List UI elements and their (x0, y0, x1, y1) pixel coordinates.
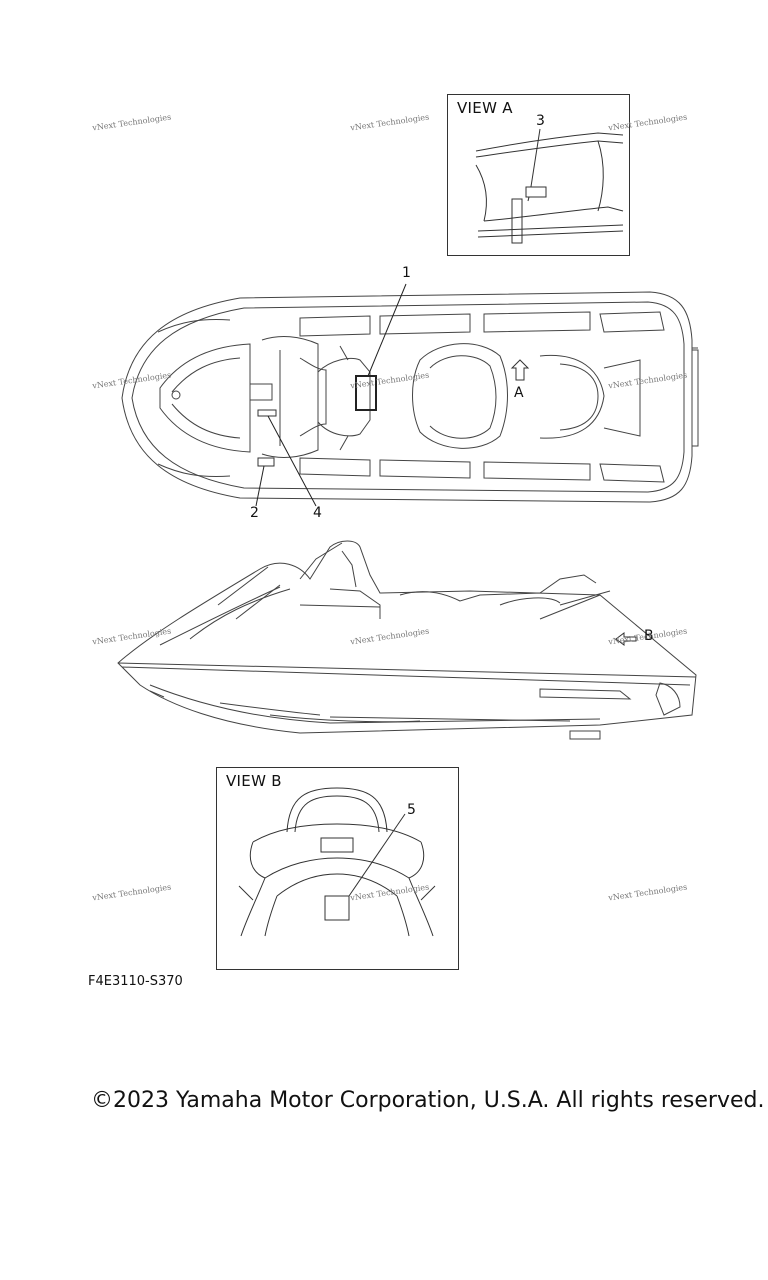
callout-5: 5 (407, 802, 416, 818)
label-2-marker (258, 458, 274, 466)
label-3-marker (526, 187, 546, 197)
view-a-inset: VIEW A 3 (447, 94, 630, 256)
watercraft-side-view (0, 535, 768, 745)
view-b-inset: VIEW B 5 (216, 767, 459, 970)
watercraft-top-view (0, 260, 768, 520)
callout-1: 1 (402, 265, 411, 281)
label-1-marker (356, 376, 376, 410)
callout-2: 2 (250, 505, 259, 521)
view-b-arrow (616, 633, 636, 645)
label-4-marker (258, 410, 276, 416)
view-a-title: VIEW A (457, 99, 513, 117)
copyright-notice: ©2023 Yamaha Motor Corporation, U.S.A. A… (91, 1088, 765, 1113)
view-b-drawing (217, 768, 458, 969)
view-b-marker-label: B (644, 628, 654, 644)
view-b-title: VIEW B (226, 772, 282, 790)
label-5-marker (325, 896, 349, 920)
watermark: vNext Technologies (349, 112, 430, 133)
view-a-arrow (512, 360, 528, 380)
view-a-marker-label: A (514, 385, 524, 401)
view-a-drawing (448, 95, 629, 255)
callout-3: 3 (536, 113, 545, 129)
watermark: vNext Technologies (607, 882, 688, 903)
watermark: vNext Technologies (91, 882, 172, 903)
callout-4: 4 (313, 505, 322, 521)
figure-code: F4E3110-S370 (88, 974, 183, 989)
watermark: vNext Technologies (91, 112, 172, 133)
